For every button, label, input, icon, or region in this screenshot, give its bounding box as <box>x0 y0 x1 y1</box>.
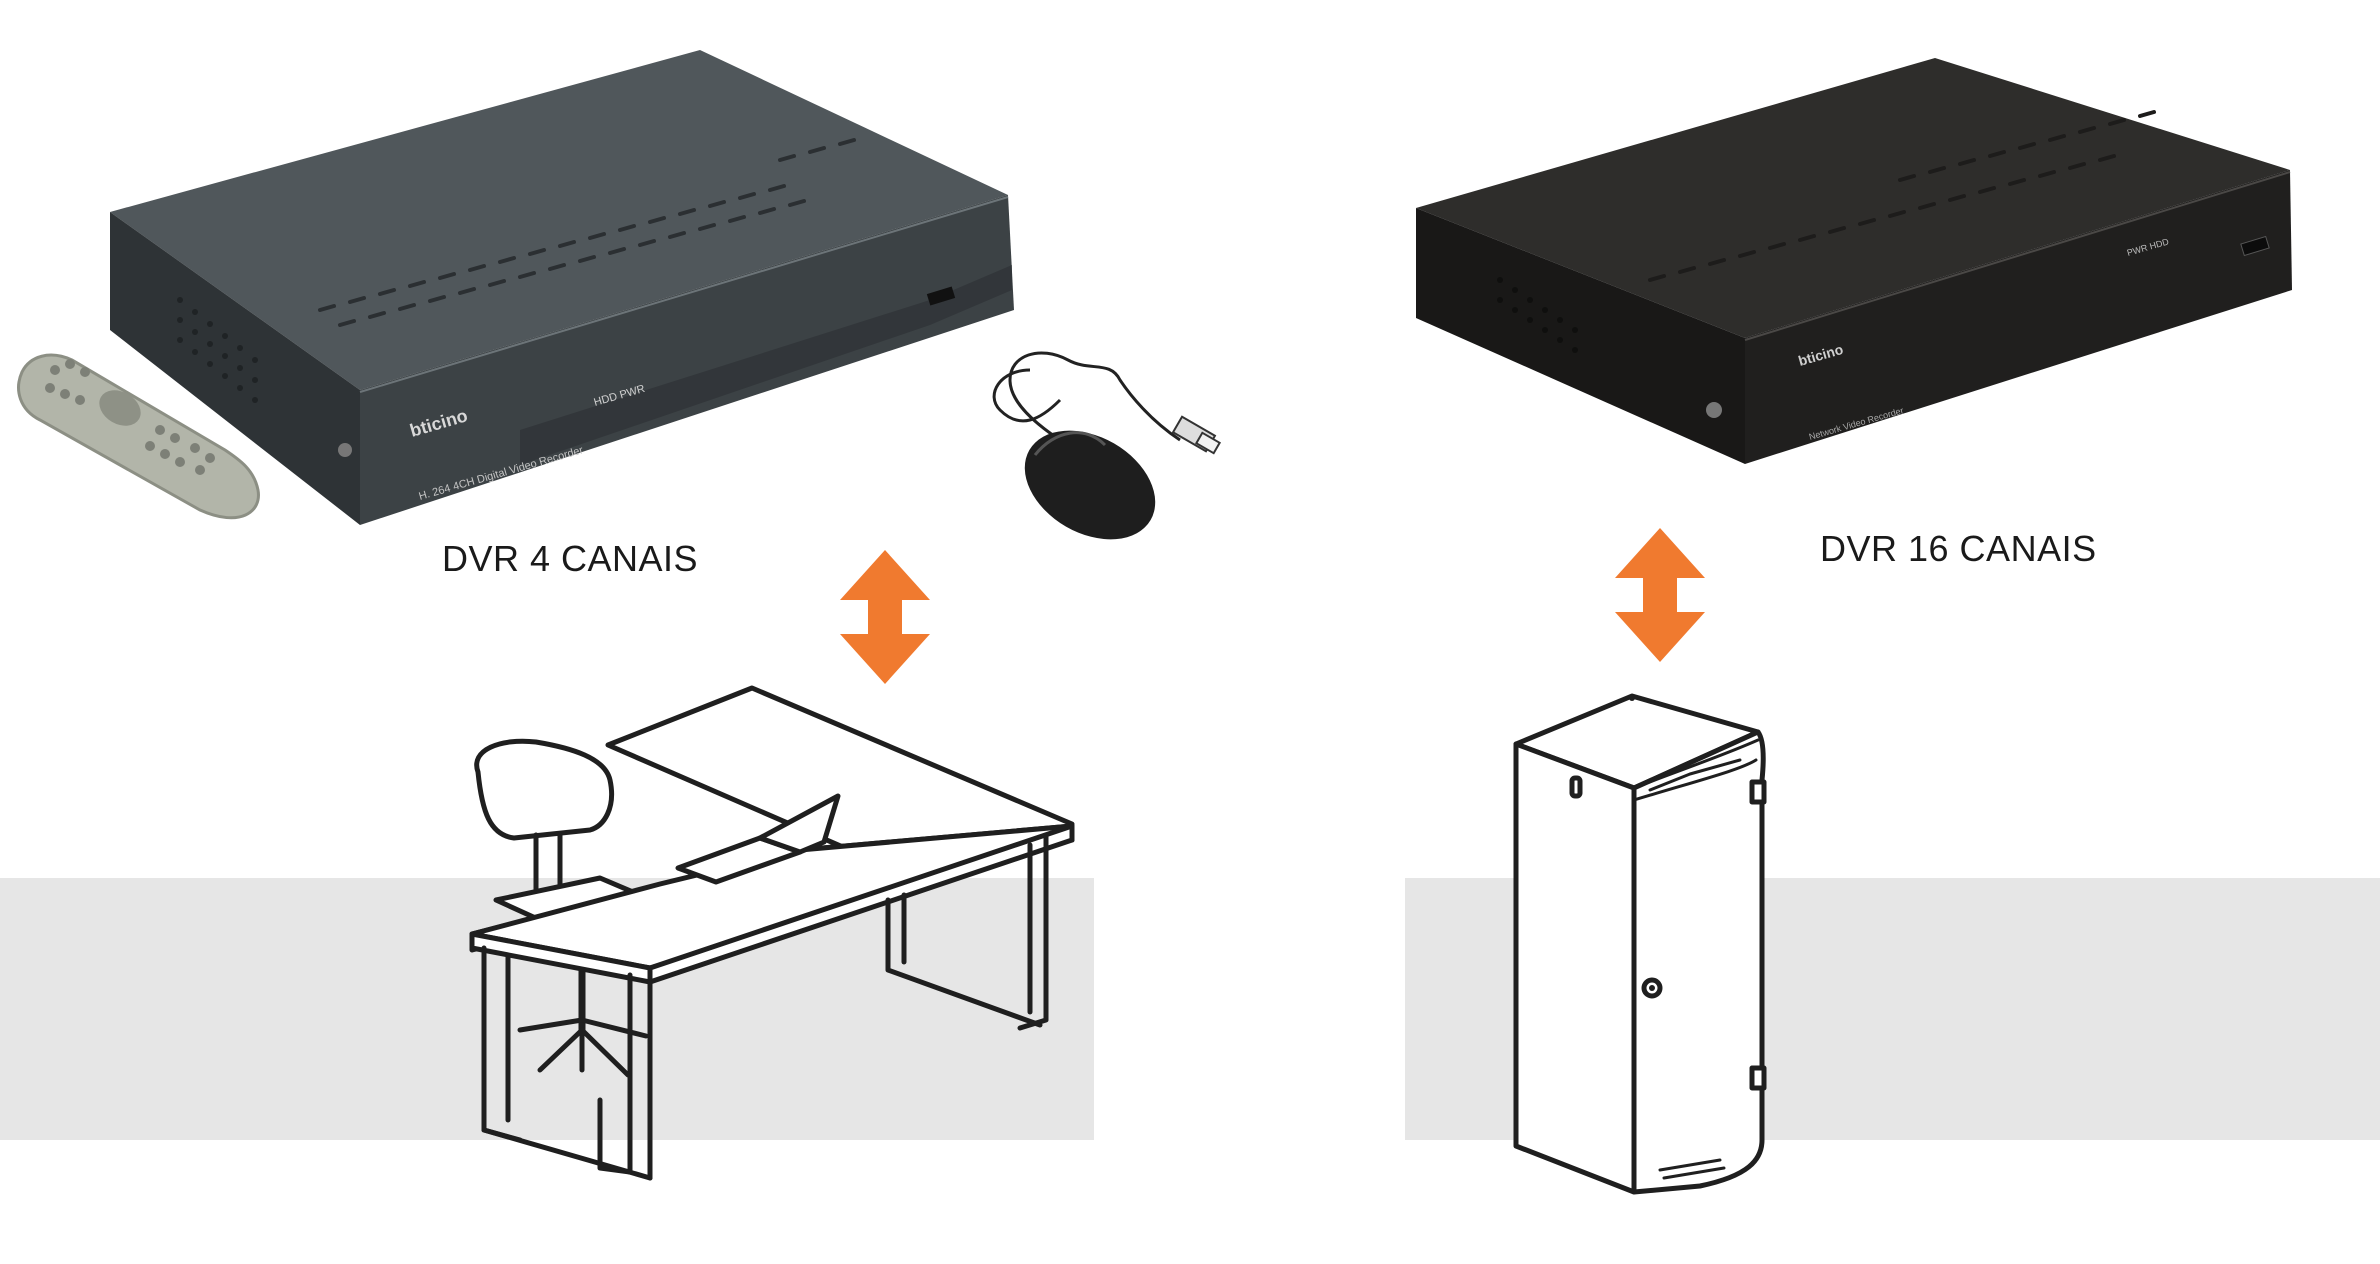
double-arrow-icon-left <box>840 550 930 684</box>
server-rack-cabinet-icon <box>1513 693 1767 1195</box>
office-desk-icon <box>469 685 1075 1181</box>
dvr-4ch-icon: bticino H. 264 4CH Digital Video Recorde… <box>110 50 1014 525</box>
remote-control-icon <box>17 353 260 520</box>
usb-mouse-icon <box>992 351 1222 540</box>
dvr-4-canais-label: DVR 4 CANAIS <box>442 538 699 579</box>
double-arrow-icon-right <box>1615 528 1705 662</box>
dvr-16ch-icon: bticino Network Video Recorder PWR HDD <box>1416 58 2292 464</box>
dvr-16-canais-label: DVR 16 CANAIS <box>1820 528 2097 569</box>
